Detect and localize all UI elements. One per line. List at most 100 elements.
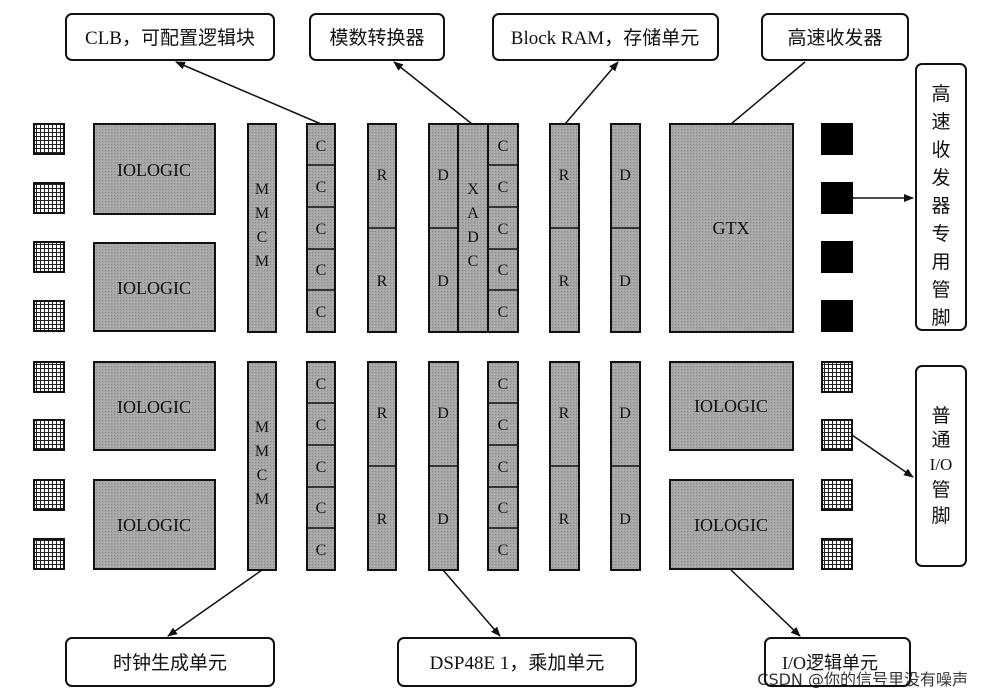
watermark: CSDN @你的信号里没有噪声 (757, 670, 968, 689)
svg-text:R: R (559, 167, 570, 184)
svg-text:D: D (437, 273, 449, 290)
transceiver-pins (821, 123, 853, 332)
svg-text:D: D (437, 167, 449, 184)
svg-text:器: 器 (931, 196, 950, 217)
callout-io-logic-label: I/O逻辑单元 (782, 653, 878, 673)
svg-text:IOLOGIC: IOLOGIC (117, 160, 191, 180)
svg-text:D: D (467, 229, 479, 246)
svg-text:I/O: I/O (930, 455, 953, 474)
mmcm-top: M M C M (247, 123, 277, 333)
callout-bram: Block RAM，存储单元 (492, 13, 719, 61)
svg-text:C: C (498, 500, 509, 517)
svg-text:R: R (377, 167, 388, 184)
iologic-block-right-1: IOLOGIC (669, 361, 794, 451)
svg-text:GTX: GTX (713, 218, 750, 238)
svg-text:C: C (498, 304, 509, 321)
svg-text:D: D (437, 511, 449, 528)
bram-column-1-top: R R (367, 123, 397, 333)
svg-text:C: C (316, 179, 327, 196)
callout-general-io-pins: 普 通 I/O 管 脚 (915, 365, 967, 567)
clb-column-2-top: C C C C C (487, 123, 519, 333)
svg-text:C: C (316, 376, 327, 393)
svg-text:IOLOGIC: IOLOGIC (117, 397, 191, 417)
svg-text:R: R (377, 405, 388, 422)
bram-column-1-bottom: R R (367, 361, 397, 571)
svg-text:C: C (257, 229, 268, 246)
clb-column-2-bottom: C C C C C (487, 361, 519, 571)
svg-text:C: C (498, 459, 509, 476)
dsp-column-1-bottom: D D (428, 361, 459, 571)
arrow-clock (167, 569, 263, 637)
svg-text:管: 管 (931, 479, 950, 501)
arrow-bram (564, 61, 619, 125)
svg-text:C: C (257, 467, 268, 484)
gtx-block: GTX (669, 123, 794, 333)
callout-arrows (167, 61, 914, 637)
svg-text:M: M (255, 419, 269, 436)
callout-adc-label: 模数转换器 (329, 27, 424, 49)
callout-transceiver: 高速收发器 (761, 13, 909, 61)
clb-column-1-bottom: C C C C C (306, 361, 336, 571)
svg-text:普: 普 (931, 405, 950, 427)
arrow-adc (393, 61, 473, 125)
iologic-block-left-2: IOLOGIC (93, 242, 216, 332)
left-io-pins (33, 123, 65, 570)
callout-adc: 模数转换器 (309, 13, 445, 61)
svg-text:IOLOGIC: IOLOGIC (117, 278, 191, 298)
svg-text:速: 速 (931, 111, 950, 133)
callout-clock-label: 时钟生成单元 (113, 652, 227, 674)
svg-text:D: D (619, 273, 631, 290)
arrow-general-io (851, 434, 914, 478)
svg-text:收: 收 (931, 139, 950, 161)
callout-clb-label: CLB，可配置逻辑块 (85, 27, 255, 49)
svg-text:M: M (255, 205, 269, 222)
svg-text:C: C (316, 304, 327, 321)
arrow-io-logic (730, 569, 801, 637)
svg-text:脚: 脚 (931, 307, 950, 329)
callout-dsp-label: DSP48E 1，乘加单元 (430, 652, 605, 674)
bram-column-2-bottom: R R (549, 361, 580, 571)
right-io-pins (821, 361, 853, 570)
svg-text:C: C (498, 221, 509, 238)
xadc-block: X A D C (457, 123, 489, 333)
svg-text:C: C (316, 221, 327, 238)
svg-text:C: C (498, 262, 509, 279)
iologic-block-left-4: IOLOGIC (93, 479, 216, 570)
svg-text:C: C (316, 459, 327, 476)
svg-text:C: C (498, 179, 509, 196)
svg-text:D: D (619, 167, 631, 184)
callout-clb: CLB，可配置逻辑块 (65, 13, 275, 61)
svg-text:R: R (559, 511, 570, 528)
svg-text:M: M (255, 491, 269, 508)
svg-text:R: R (377, 273, 388, 290)
svg-text:C: C (468, 253, 479, 270)
callout-bram-label: Block RAM，存储单元 (511, 27, 699, 49)
svg-text:M: M (255, 253, 269, 270)
iologic-block-right-2: IOLOGIC (669, 479, 794, 570)
svg-text:C: C (316, 138, 327, 155)
svg-text:高: 高 (931, 83, 950, 105)
svg-text:IOLOGIC: IOLOGIC (694, 396, 768, 416)
svg-text:发: 发 (931, 167, 950, 189)
svg-text:R: R (559, 273, 570, 290)
svg-text:M: M (255, 443, 269, 460)
svg-text:D: D (437, 405, 449, 422)
svg-text:C: C (498, 376, 509, 393)
svg-text:C: C (498, 542, 509, 559)
callout-transceiver-pins: 高 速 收 发 器 专 用 管 脚 (915, 63, 967, 331)
svg-text:C: C (316, 542, 327, 559)
svg-text:管: 管 (931, 279, 950, 301)
svg-text:脚: 脚 (931, 505, 950, 527)
arrow-clb (175, 61, 322, 125)
iologic-block-left-1: IOLOGIC (93, 123, 216, 215)
svg-text:D: D (619, 511, 631, 528)
svg-text:IOLOGIC: IOLOGIC (694, 515, 768, 535)
arrow-transceiver (730, 61, 806, 125)
clb-column-1-top: C C C C C (306, 123, 336, 333)
dsp-column-2-top: D D (610, 123, 641, 333)
svg-text:C: C (316, 262, 327, 279)
svg-text:C: C (316, 417, 327, 434)
arrow-dsp (442, 569, 501, 637)
svg-text:R: R (377, 511, 388, 528)
